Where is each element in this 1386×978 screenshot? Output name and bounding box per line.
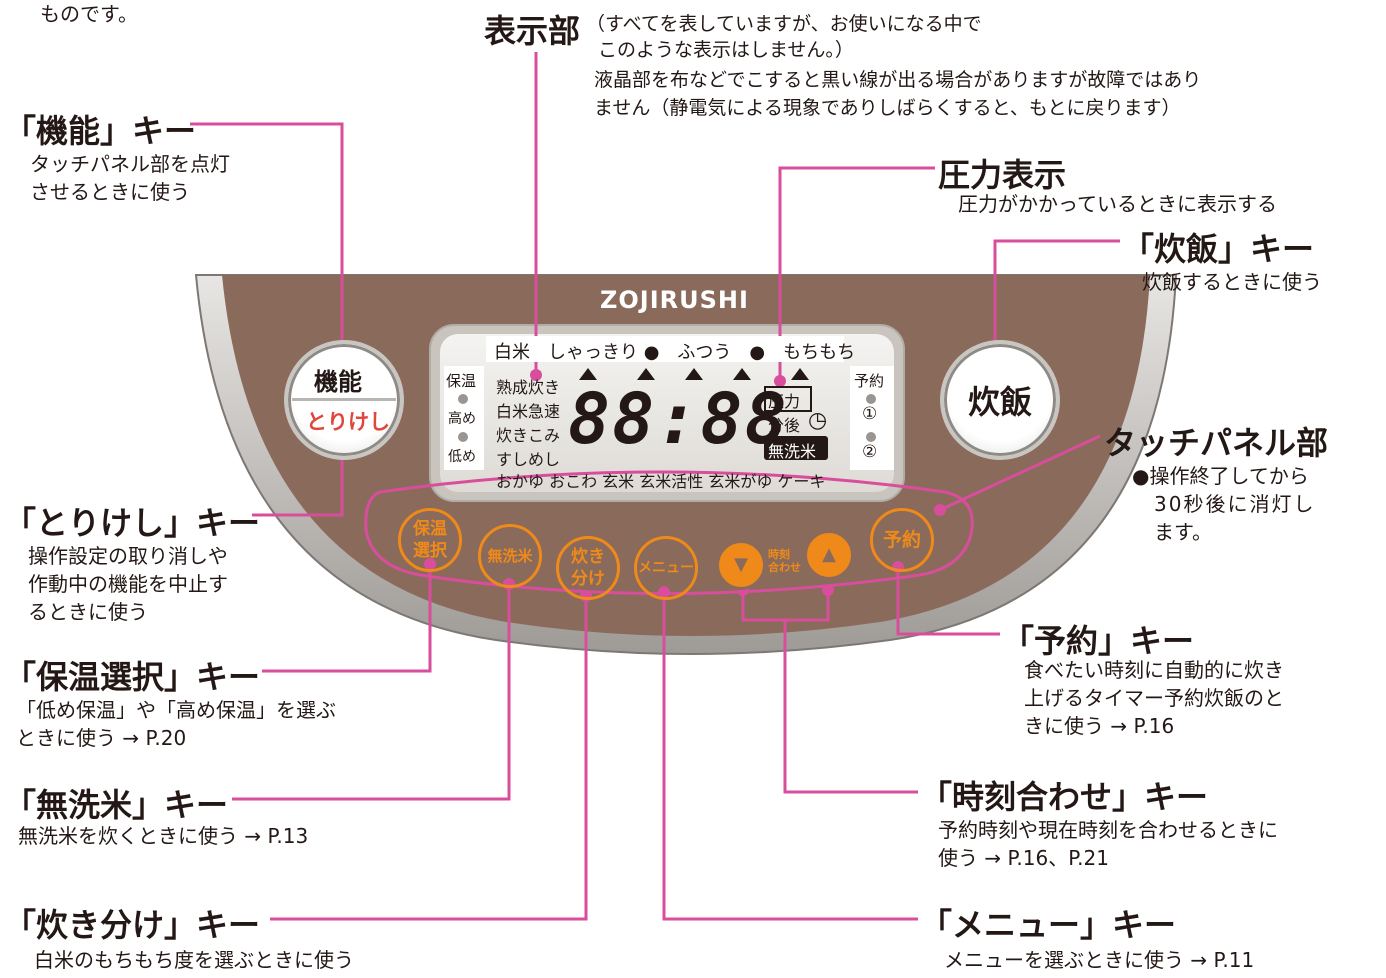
suihan-key-title: 「炊飯」キー <box>1122 230 1315 268</box>
yoyaku-key-desc-1: 食べたい時刻に自動的に炊き <box>1024 658 1284 682</box>
lcd-hikume: 低め <box>448 449 476 465</box>
yoyaku-key[interactable]: 予約 <box>870 508 934 572</box>
kinou-key-desc-2: させるときに使う <box>30 180 190 204</box>
jikoku-key-desc-1: 予約時刻や現在時刻を合わせるときに <box>938 818 1278 842</box>
display-note-3: 液晶部を布などでこすると黒い線が出る場合がありますが故障ではあり <box>594 69 1202 91</box>
level-marker-1 <box>579 368 597 380</box>
torikeshi-key-desc-2: 作動中の機能を中止す <box>28 572 228 596</box>
hikume-dot <box>458 432 468 442</box>
kinou-torikeshi-divider <box>292 398 396 401</box>
lcd-hoon-label: 保温 <box>446 372 477 390</box>
lcd-menu-hakumai-kyusoku: 白米急速 <box>496 402 561 421</box>
lcd-atsuryoku: 圧力 <box>768 392 801 411</box>
up-key[interactable]: ▲ <box>804 530 854 580</box>
lcd-bottom-row: おかゆ おこわ 玄米 玄米活性 玄米がゆ ケーキ <box>496 472 826 491</box>
hoon-key-desc-1: 「低め保温」や「高め保温」を選ぶ <box>16 698 336 722</box>
atsuryoku-desc-1: 圧力がかかっているときに表示する <box>958 192 1277 216</box>
suihan-key-desc-1: 炊飯するときに使う <box>1142 270 1322 294</box>
takiwake-key-desc-1: 白米のもちもち度を選ぶときに使う <box>34 948 354 972</box>
atsuryoku-pointer-dot <box>774 375 786 387</box>
touch-panel-desc-1: ●操作終了してから <box>1132 464 1309 488</box>
torikeshi-key-desc-3: るときに使う <box>28 600 148 624</box>
suihan-button-label[interactable]: 炊飯 <box>967 383 1032 421</box>
lcd-top-row-bg <box>486 336 844 362</box>
hoon-key-title: 「保温選択」キー <box>4 658 261 696</box>
kinou-key-title: 「機能」キー <box>4 112 197 150</box>
atsuryoku-indicator-box <box>764 386 812 412</box>
display-title: 表示部 <box>484 12 581 50</box>
lcd-musenmai-box <box>764 436 828 460</box>
menu-key[interactable]: メニュー <box>634 536 698 600</box>
yoyaku2-dot <box>866 432 876 442</box>
lcd-menu-takikomi: 炊きこみ <box>496 426 561 445</box>
touch-panel-outline <box>364 470 974 595</box>
level-marker-2 <box>637 368 655 380</box>
musenmai-key-desc-1: 無洗米を炊くときに使う → P.13 <box>18 824 309 848</box>
jikoku-key-title: 「時刻合わせ」キー <box>920 778 1209 816</box>
hoon-select-key[interactable]: 保温 選択 <box>398 508 462 572</box>
atsuryoku-title: 圧力表示 <box>938 156 1067 194</box>
yoyaku-indicator-box <box>850 366 894 470</box>
touch-panel-title: タッチパネル部 <box>1104 424 1329 462</box>
up-pointer-dot <box>822 584 834 596</box>
suihan-button[interactable]: 炊飯 <box>940 340 1060 460</box>
display-pointer-dot <box>530 369 542 381</box>
hoon-indicator-box <box>444 366 484 470</box>
clock-icon: ◷ <box>808 408 828 433</box>
lcd-menu-jukusei: 熟成炊き <box>496 378 561 397</box>
lcd-top-row: 白米 しゃっきり ● ふつう ● もちもち <box>494 342 856 363</box>
yoyaku-key-desc-2: 上げるタイマー予約炊飯のと <box>1024 686 1284 710</box>
takiwake-key[interactable]: 炊き 分け <box>556 536 620 600</box>
touch-pointer-dot <box>934 504 946 516</box>
torikeshi-key-desc-1: 操作設定の取り消しや <box>28 544 228 568</box>
takiwake-key-title: 「炊き分け」キー <box>4 906 261 944</box>
touch-panel-desc-3: ます。 <box>1154 520 1212 544</box>
musenmai-key-title: 「無洗米」キー <box>4 786 229 824</box>
hoon-key-desc-2: ときに使う → P.20 <box>16 726 187 750</box>
display-note-2: このような表示はしません。） <box>598 39 854 61</box>
yoyaku-key-title: 「予約」キー <box>1002 622 1195 660</box>
takame-dot <box>458 394 468 404</box>
menu-key-title: 「メニュー」キー <box>920 906 1177 944</box>
display-note-4: ません（静電気による現象でありしばらくすると、もとに戻ります） <box>594 97 1181 119</box>
brand-logo: ZOJIRUSHI <box>600 286 749 314</box>
lcd-fungo: 分後 <box>768 416 801 435</box>
level-marker-3 <box>685 368 703 380</box>
lcd-yoyaku-2: ② <box>862 442 878 462</box>
display-note-1: （すべてを表していますが、お使いになる中で <box>586 13 982 35</box>
kinou-button-label[interactable]: 機能 <box>314 368 362 396</box>
lcd-yoyaku-1: ① <box>862 404 878 424</box>
jikoku-key-label: 時刻 合わせ <box>768 548 801 574</box>
lcd-takame: 高め <box>448 411 476 427</box>
lcd-musenmai: 無洗米 <box>768 442 817 461</box>
touch-panel-desc-2: 30秒後に消灯し <box>1154 492 1316 516</box>
top-left-text: ものです。 <box>40 2 138 26</box>
yoyaku1-dot <box>866 394 876 404</box>
lcd-yoyaku-label: 予約 <box>854 372 885 390</box>
down-key[interactable]: ▼ <box>716 540 766 590</box>
yoyaku-key-desc-3: きに使う → P.16 <box>1024 714 1175 738</box>
level-marker-5 <box>791 368 809 380</box>
kinou-key-desc-1: タッチパネル部を点灯 <box>30 152 230 176</box>
torikeshi-key-title: 「とりけし」キー <box>4 504 261 542</box>
level-marker-4 <box>733 368 751 380</box>
lcd-menu-sushimeshi: すしめし <box>496 450 561 469</box>
lcd-time-digits: 88:88 <box>568 378 789 460</box>
jikoku-key-desc-2: 使う → P.16、P.21 <box>938 846 1109 870</box>
menu-key-desc-1: メニューを選ぶときに使う → P.11 <box>944 948 1255 972</box>
torikeshi-button-label[interactable]: とりけし <box>306 410 390 434</box>
musenmai-key[interactable]: 無洗米 <box>478 524 542 588</box>
